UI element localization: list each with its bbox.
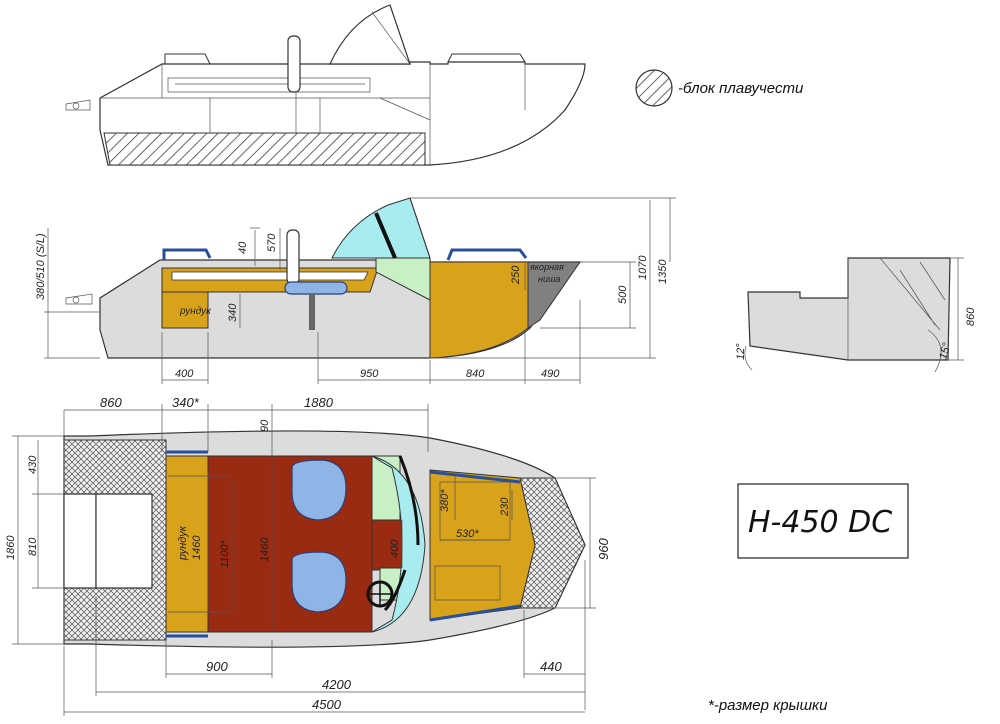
locker-label-plan: рундук [177,525,189,561]
transom-view: 860 12° 15° [735,257,977,373]
dim-400-plan: 400 [389,539,401,558]
dim-960: 960 [596,538,611,560]
dim-1860: 1860 [5,535,17,560]
dim-locker-1460: 1460 [191,535,203,560]
dim-900: 900 [206,659,228,674]
dim-angle-15: 15° [937,341,953,361]
dim-transom-860: 860 [965,307,977,326]
dim-500: 500 [617,285,629,304]
seat-bottom-icon [291,551,347,613]
dim-490: 490 [541,368,560,380]
side-view-flotation [65,4,586,166]
flotation-swatch-icon [635,69,673,107]
dim-340-top: 340* [172,395,200,410]
footnote: *-размер крышки [708,697,828,714]
dim-draft: 380/510 (S/L) [35,233,47,300]
seat-top-icon [291,459,347,521]
locker-label-side: рундук [179,306,212,317]
dim-400-side: 400 [175,368,194,380]
dim-1880: 1880 [304,395,334,410]
dim-860-top: 860 [100,395,122,410]
model-title-box: Н-450 DC [737,483,909,559]
dim-840: 840 [466,368,485,380]
model-title: Н-450 DC [748,505,892,540]
dim-250: 250 [510,265,522,285]
dim-40: 40 [237,241,249,254]
legend-label: -блок плавучести [678,80,804,97]
dim-90: 90 [259,419,271,432]
dim-530: 530* [456,528,479,540]
dim-4200: 4200 [322,677,352,692]
dim-1070: 1070 [637,255,649,280]
anchor-niche-label-1: якорная [529,262,564,272]
dim-380: 380* [439,489,451,512]
dim-angle-12: 12° [735,343,747,360]
dim-440: 440 [540,659,562,674]
dim-950: 950 [360,368,379,380]
dim-340: 340 [227,303,239,322]
dim-570: 570 [266,233,278,252]
dim-230: 230 [499,497,511,517]
side-view-interior: рундук якорная ниша 380/510 (S/L) 40 570… [35,197,676,384]
plan-view: рундук 1460 1100* 1460 400 380* 530* 230… [5,395,611,716]
dim-1350: 1350 [657,259,669,284]
dim-4500: 4500 [312,697,342,712]
dim-1100: 1100* [219,539,231,568]
dim-floor-1460: 1460 [259,537,271,562]
legend: -блок плавучести [635,69,804,107]
dim-810: 810 [27,537,39,556]
anchor-niche-label-2: ниша [538,274,560,284]
dim-430: 430 [27,455,39,474]
